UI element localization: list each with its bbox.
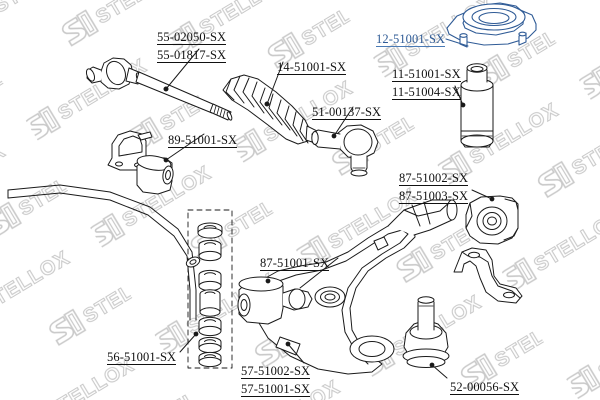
part-label-56-51001-SX[interactable]: 56-51001-SX <box>107 350 177 365</box>
part-label-87-51003-SX[interactable]: 87-51003-SX <box>399 189 469 204</box>
part-label-87-51001-SX[interactable]: 87-51001-SX <box>260 256 330 271</box>
part-label-57-51001-SX[interactable]: 57-51001-SX <box>241 382 311 397</box>
part-label-11-51004-SX[interactable]: 11-51004-SX <box>392 85 461 100</box>
part-label-11-51001-SX[interactable]: 11-51001-SX <box>392 67 461 82</box>
part-label-89-51001-SX[interactable]: 89-51001-SX <box>168 133 238 148</box>
part-label-51-00137-SX[interactable]: 51-00137-SX <box>312 105 382 120</box>
part-label-14-51001-SX[interactable]: 14-51001-SX <box>277 60 347 75</box>
part-label-87-51002-SX[interactable]: 87-51002-SX <box>399 171 469 186</box>
part-label-55-02050-SX[interactable]: 55-02050-SX <box>157 30 227 45</box>
part-label-12-51001-SX-highlighted[interactable]: 12-51001-SX <box>376 32 446 47</box>
part-label-52-00056-SX[interactable]: 52-00056-SX <box>450 380 520 395</box>
part-label-55-01817-SX[interactable]: 55-01817-SX <box>157 48 227 63</box>
part-label-57-51002-SX[interactable]: 57-51002-SX <box>241 364 311 379</box>
